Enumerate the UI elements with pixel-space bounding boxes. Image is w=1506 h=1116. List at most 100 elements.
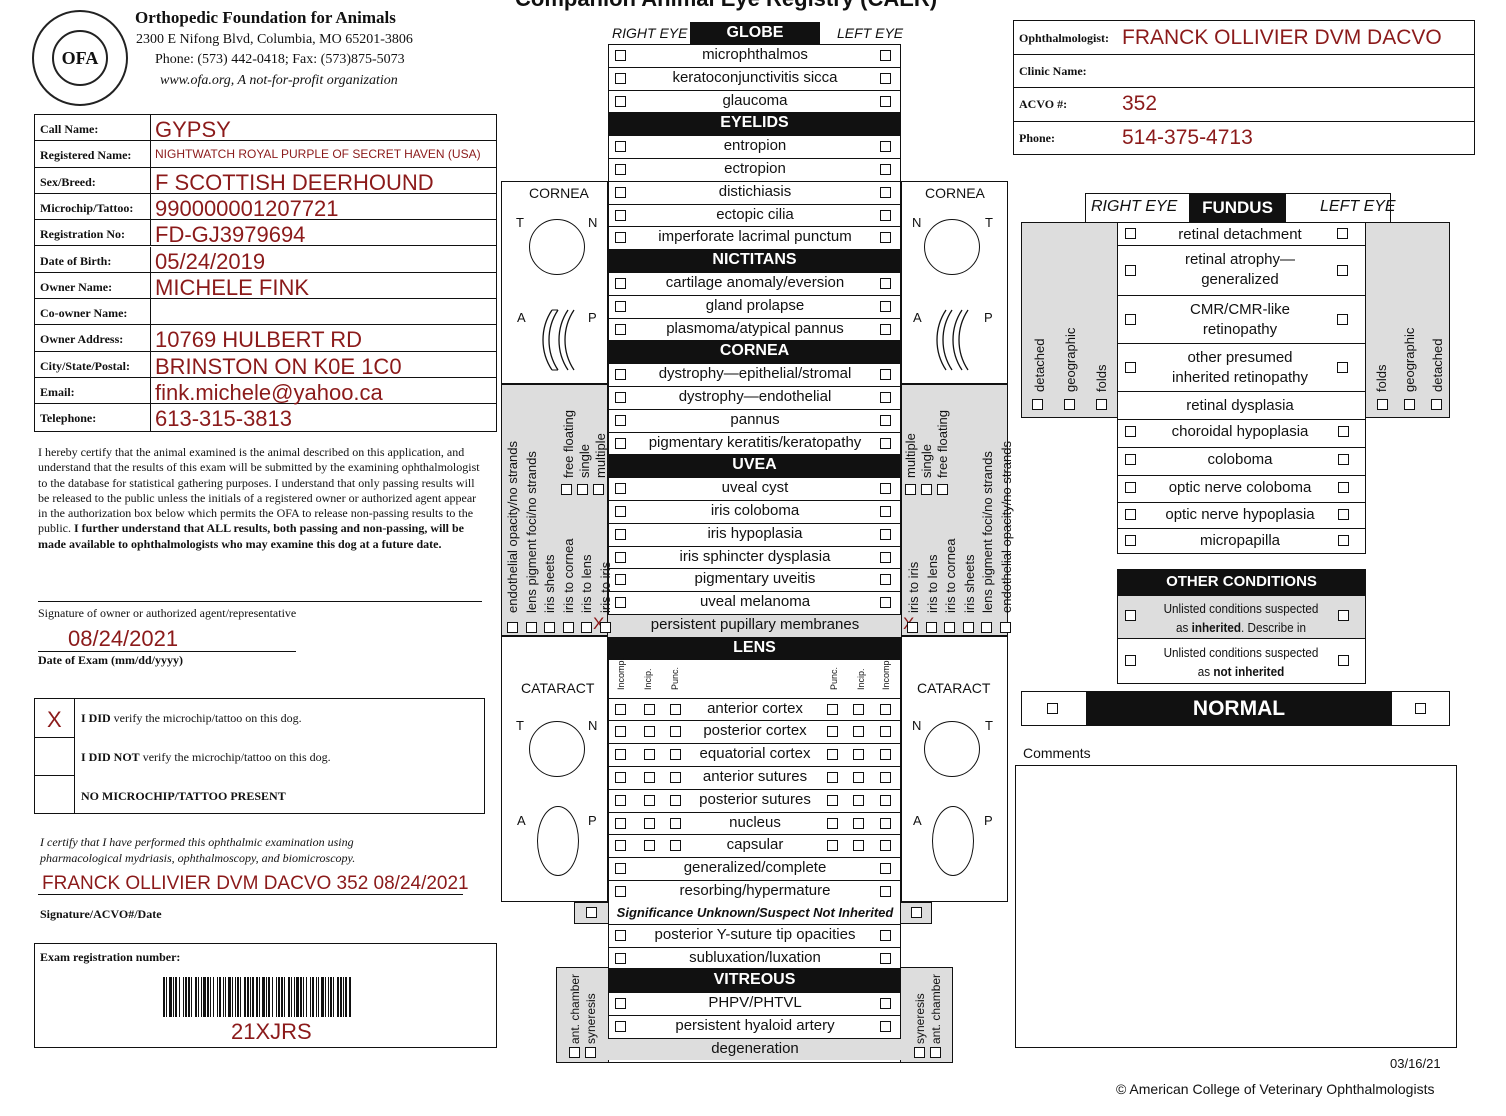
owner-address-value[interactable]: 10769 HULBERT RD [155,327,363,353]
left-eye-checkbox[interactable] [911,907,922,918]
fundus-right-checkbox[interactable] [1125,362,1136,373]
left-eye-checkbox[interactable] [880,95,891,107]
normal-right-checkbox[interactable] [1047,703,1058,714]
fundus-left-checkbox[interactable] [1338,535,1349,546]
fundus-left-checkbox[interactable] [1338,482,1349,493]
fundus-right-checkbox[interactable] [1125,482,1136,493]
left-eye-checkbox[interactable] [880,794,891,806]
left-eye-checkbox[interactable] [827,726,838,738]
left-eye-checkbox[interactable] [880,323,891,335]
left-eye-checkbox[interactable] [880,726,891,738]
right-eye-checkbox[interactable] [670,840,681,852]
exam-date-value[interactable]: 08/24/2021 [68,626,179,651]
uvea-cyst-right-checkbox[interactable] [577,484,588,495]
right-eye-checkbox[interactable] [615,369,626,381]
ppm-right-checkbox[interactable] [507,622,518,633]
ppm-right-checkbox[interactable] [544,622,555,633]
registered-name-value[interactable]: NIGHTWATCH ROYAL PURPLE OF SECRET HAVEN … [155,147,481,162]
left-eye-checkbox[interactable] [880,72,891,84]
other-inherited-left-checkbox[interactable] [1338,610,1349,621]
right-eye-checkbox[interactable] [670,772,681,783]
left-eye-checkbox[interactable] [880,300,891,312]
dysplasia-left-checkbox[interactable] [1431,399,1442,410]
left-eye-checkbox[interactable] [880,414,891,426]
left-eye-checkbox[interactable] [880,1020,891,1032]
left-eye-checkbox[interactable] [880,930,891,941]
left-eye-checkbox[interactable] [880,772,891,783]
right-eye-checkbox[interactable] [615,232,626,244]
vitreous-left-checkbox[interactable] [914,1047,925,1058]
right-eye-checkbox[interactable] [615,930,626,941]
left-eye-checkbox[interactable] [880,863,891,875]
uvea-cyst-left-checkbox[interactable] [905,484,916,495]
left-eye-checkbox[interactable] [880,506,891,517]
left-eye-checkbox[interactable] [880,483,891,495]
other-not-inherited-right-checkbox[interactable] [1125,655,1136,666]
left-eye-checkbox[interactable] [827,794,838,806]
right-eye-checkbox[interactable] [615,1020,626,1032]
right-eye-checkbox[interactable] [615,50,626,61]
left-eye-checkbox[interactable] [880,392,891,403]
ppm-left-checkbox[interactable] [907,622,918,633]
left-eye-checkbox[interactable] [880,574,891,586]
ppm-left-checkbox[interactable] [962,622,974,633]
ppm-right-checkbox[interactable] [599,622,611,633]
right-eye-checkbox[interactable] [615,703,626,715]
left-eye-checkbox[interactable] [880,840,891,852]
fundus-left-checkbox[interactable] [1337,362,1348,373]
left-eye-checkbox[interactable] [880,703,891,715]
vitreous-left-checkbox[interactable] [930,1047,941,1058]
uvea-cyst-left-checkbox[interactable] [937,484,948,495]
uvea-cyst-right-checkbox[interactable] [593,484,604,495]
right-eye-checkbox[interactable] [670,749,681,761]
left-eye-checkbox[interactable] [880,597,891,609]
left-eye-checkbox[interactable] [853,817,864,829]
fundus-left-checkbox[interactable] [1337,265,1348,276]
comments-box[interactable] [1015,765,1457,1048]
right-eye-checkbox[interactable] [615,528,626,540]
fundus-right-checkbox[interactable] [1125,535,1136,546]
right-eye-checkbox[interactable] [615,551,626,563]
normal-left-checkbox[interactable] [1415,703,1426,714]
right-eye-checkbox[interactable] [586,907,597,918]
left-eye-checkbox[interactable] [880,551,891,563]
right-eye-checkbox[interactable] [615,278,626,289]
right-eye-checkbox[interactable] [615,817,626,829]
did-verify-mark[interactable]: X [47,707,62,732]
other-not-inherited-left-checkbox[interactable] [1338,655,1349,666]
right-eye-checkbox[interactable] [615,840,626,852]
ppm-left-checkbox[interactable] [925,622,937,633]
right-eye-checkbox[interactable] [615,998,626,1009]
ppm-left-checkbox[interactable] [999,622,1011,633]
fundus-left-checkbox[interactable] [1338,454,1349,465]
telephone-value[interactable]: 613-315-3813 [155,406,293,432]
right-eye-checkbox[interactable] [615,95,626,107]
dysplasia-right-checkbox[interactable] [1096,399,1107,410]
left-eye-checkbox[interactable] [880,164,891,175]
left-eye-checkbox[interactable] [880,817,891,829]
right-eye-checkbox[interactable] [615,414,626,426]
right-eye-checkbox[interactable] [615,300,626,312]
owner-name-value[interactable]: MICHELE FINK [155,274,310,300]
ophthalmologist-signature[interactable]: FRANCK OLLIVIER DVM DACVO 352 08/24/2021 [42,873,469,894]
right-eye-checkbox[interactable] [615,597,626,609]
dysplasia-right-checkbox[interactable] [1064,399,1075,410]
left-eye-checkbox[interactable] [880,278,891,289]
right-eye-checkbox[interactable] [615,72,626,84]
right-eye-checkbox[interactable] [615,863,626,875]
ppm-left-checkbox[interactable] [981,622,992,633]
left-eye-checkbox[interactable] [880,50,891,61]
left-eye-checkbox[interactable] [880,749,891,761]
right-eye-checkbox[interactable] [615,209,626,221]
left-eye-checkbox[interactable] [880,232,891,244]
right-eye-checkbox[interactable] [615,141,626,153]
left-eye-checkbox[interactable] [880,886,891,897]
right-eye-checkbox[interactable] [615,574,626,586]
left-eye-checkbox[interactable] [827,749,838,761]
left-eye-checkbox[interactable] [880,369,891,381]
right-eye-checkbox[interactable] [615,952,626,964]
fundus-left-checkbox[interactable] [1337,228,1348,239]
left-eye-checkbox[interactable] [827,840,838,852]
ppm-right-checkbox[interactable] [562,622,574,633]
fundus-left-checkbox[interactable] [1338,509,1349,520]
